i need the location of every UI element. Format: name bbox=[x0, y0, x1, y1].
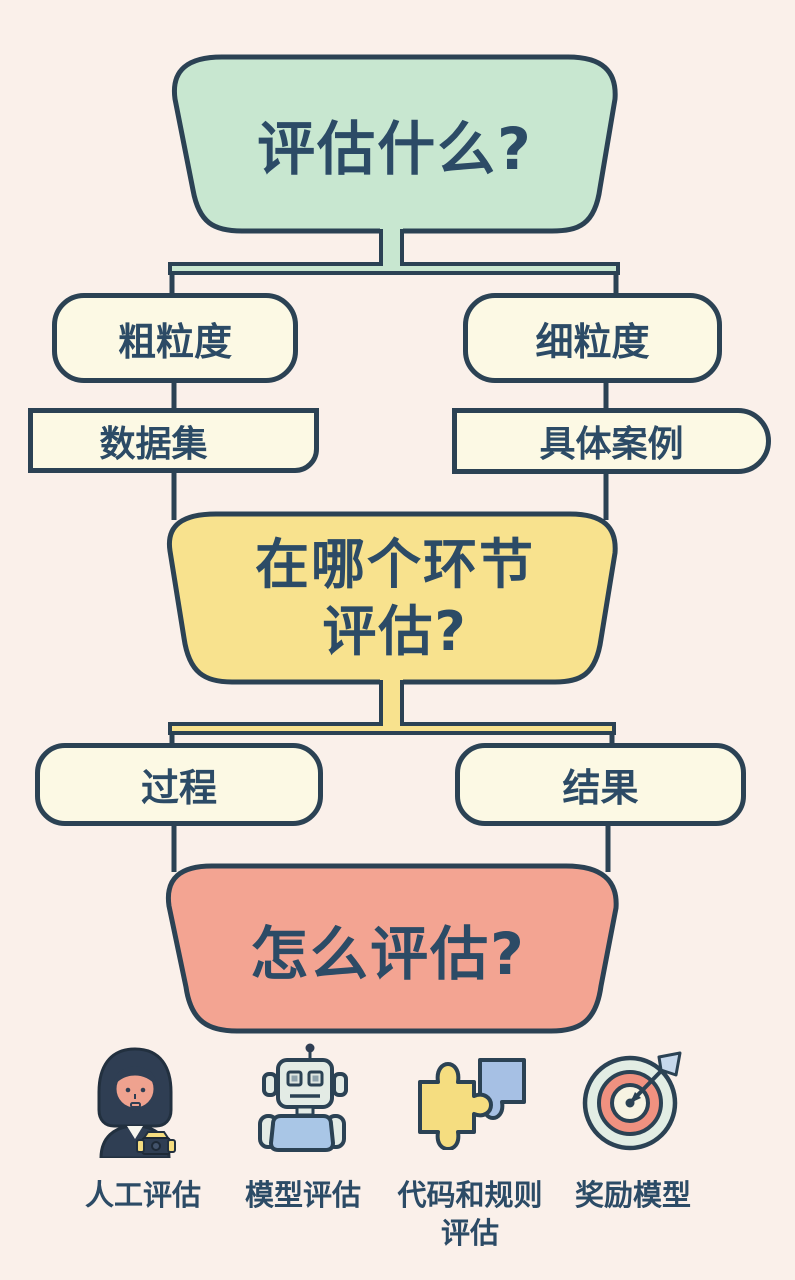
method-label-human: 人工评估 bbox=[53, 1176, 233, 1214]
method-reward-text: 奖励模型 bbox=[574, 1178, 691, 1212]
node-process: 过程 bbox=[35, 743, 323, 826]
node-fine-label: 细粒度 bbox=[535, 319, 650, 364]
human-evaluator-icon bbox=[97, 1047, 176, 1158]
method-code-text: 代码和规则 bbox=[397, 1178, 543, 1212]
bar-what bbox=[168, 262, 620, 275]
stem-what bbox=[380, 226, 403, 270]
bullseye-target-icon bbox=[582, 1051, 682, 1151]
method-label-model: 模型评估 bbox=[213, 1176, 393, 1214]
node-when-text-line2: 评估? bbox=[322, 599, 468, 663]
method-model-text: 模型评估 bbox=[244, 1178, 361, 1212]
robot-icon bbox=[258, 1043, 348, 1152]
node-coarse-label: 粗粒度 bbox=[117, 319, 232, 364]
node-when-label: 在哪个环节 评估? bbox=[172, 513, 618, 682]
method-code-text-line2: 评估 bbox=[440, 1216, 499, 1250]
node-dataset-label: 数据集 bbox=[99, 423, 208, 465]
method-label-reward-model: 奖励模型 bbox=[543, 1176, 723, 1214]
stem-when-sides bbox=[379, 680, 404, 726]
node-process-label: 过程 bbox=[140, 766, 217, 810]
stem-when bbox=[380, 677, 403, 729]
node-result: 结果 bbox=[455, 743, 746, 826]
node-how-label: 怎么评估? bbox=[160, 866, 616, 1031]
node-what-text: 评估什么? bbox=[257, 115, 533, 183]
node-dataset: 数据集 bbox=[28, 408, 319, 473]
node-when-text-line1: 在哪个环节 bbox=[255, 532, 535, 596]
node-fine-granularity: 细粒度 bbox=[463, 293, 722, 383]
node-coarse-granularity: 粗粒度 bbox=[52, 293, 298, 383]
node-specific-case: 具体案例 bbox=[452, 408, 771, 474]
puzzle-pieces-icon bbox=[418, 1058, 526, 1150]
node-what-label: 评估什么? bbox=[170, 57, 620, 231]
node-case-label: 具体案例 bbox=[539, 424, 684, 465]
method-human-text: 人工评估 bbox=[84, 1178, 201, 1212]
stem-what-sides bbox=[379, 229, 404, 266]
method-label-code-rules: 代码和规则 评估 bbox=[360, 1176, 580, 1252]
bar-when bbox=[168, 722, 616, 735]
node-how-text: 怎么评估? bbox=[250, 919, 526, 988]
node-result-label: 结果 bbox=[562, 766, 639, 810]
